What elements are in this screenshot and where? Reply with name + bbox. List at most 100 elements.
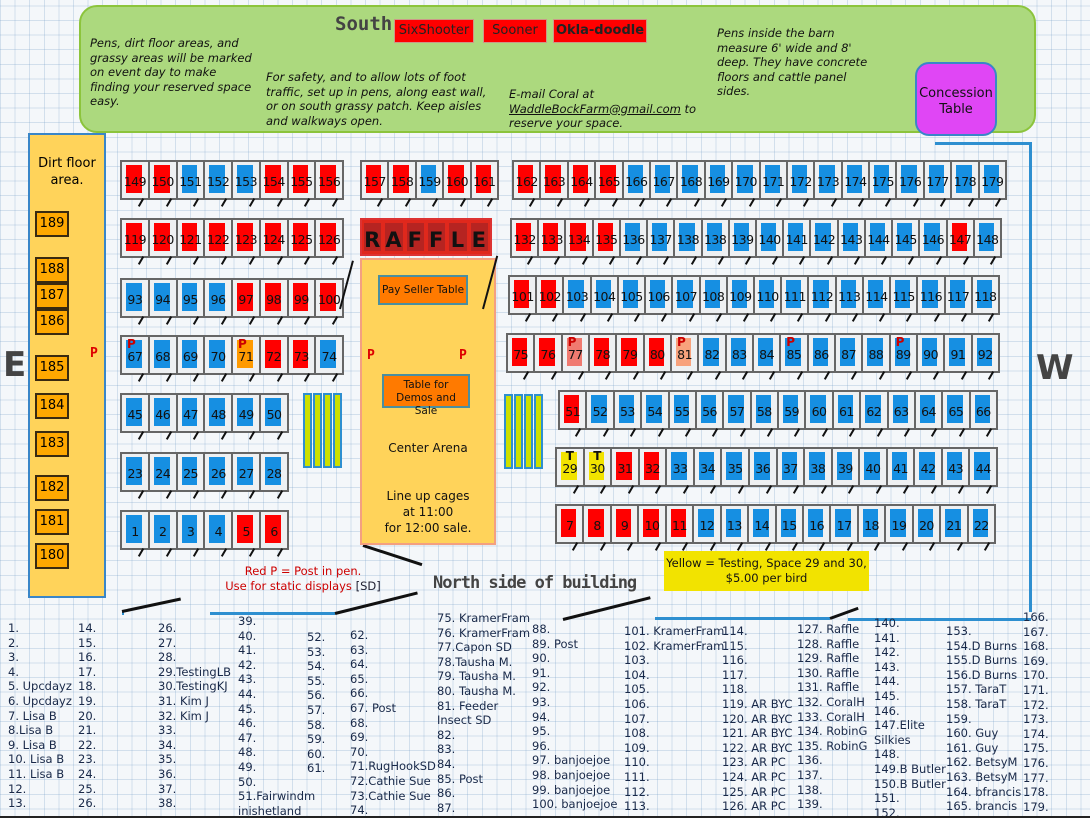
pen-173[interactable]: 173 [813,160,843,200]
pen-140[interactable]: 140 [754,218,785,258]
pen-121[interactable]: 121 [175,218,206,258]
pen-111[interactable]: 111 [780,275,810,315]
pen-171[interactable]: 171 [758,160,788,200]
pen-100[interactable]: 100 [314,278,344,318]
pen-79[interactable]: 79 [615,333,645,373]
pen-49[interactable]: 49 [231,393,262,433]
pen-99[interactable]: 99 [286,278,317,318]
pen-47[interactable]: 47 [175,393,206,433]
pen-159[interactable]: 159 [414,160,445,200]
dirt-pen-185[interactable]: 185 [35,355,69,381]
pen-37[interactable]: 37 [775,447,806,487]
pen-73[interactable]: 73 [286,335,317,375]
pen-149[interactable]: 149 [120,160,150,200]
pen-58[interactable]: 58 [749,390,779,430]
pen-76[interactable]: 76 [533,333,563,373]
dirt-pen-186[interactable]: 186 [35,309,69,335]
pen-150[interactable]: 150 [147,160,178,200]
pen-148[interactable]: 148 [972,218,1002,258]
pen-157[interactable]: 157 [360,160,390,200]
pen-145[interactable]: 145 [891,218,921,258]
pen-119[interactable]: 119 [120,218,150,258]
pen-78[interactable]: 78 [587,333,618,373]
pen-19[interactable]: 19 [884,504,914,544]
pen-112[interactable]: 112 [807,275,837,315]
pen-114[interactable]: 114 [861,275,892,315]
pen-162[interactable]: 162 [512,160,542,200]
pen-55[interactable]: 55 [667,390,697,430]
pen-87[interactable]: 87 [833,333,864,373]
pen-13[interactable]: 13 [719,504,750,544]
pen-3[interactable]: 3 [175,510,206,550]
pen-11[interactable]: 11 [664,504,695,544]
pen-115[interactable]: 115 [889,275,919,315]
pen-42[interactable]: 42 [913,447,943,487]
pen-107[interactable]: 107 [671,275,701,315]
pen-66[interactable]: 66 [968,390,998,430]
pen-138[interactable]: 138 [673,218,703,258]
pen-156[interactable]: 156 [314,160,344,200]
pen-97[interactable]: 97 [231,278,261,318]
pen-6[interactable]: 6 [259,510,289,550]
dirt-pen-187[interactable]: 187 [35,283,69,309]
pen-72[interactable]: 72 [258,335,289,375]
pen-95[interactable]: 95 [175,278,206,318]
pen-2[interactable]: 2 [147,510,178,550]
pen-63[interactable]: 63 [886,390,916,430]
pen-163[interactable]: 163 [539,160,569,200]
pen-69[interactable]: 69 [175,335,206,375]
pen-14[interactable]: 14 [747,504,777,544]
pen-123[interactable]: 123 [231,218,261,258]
dirt-pen-182[interactable]: 182 [35,475,69,501]
pen-26[interactable]: 26 [203,452,234,492]
pen-44[interactable]: 44 [968,447,998,487]
pen-92[interactable]: 92 [970,333,1000,373]
pen-126[interactable]: 126 [314,218,344,258]
pen-83[interactable]: 83 [724,333,754,373]
dirt-pen-184[interactable]: 184 [35,393,69,419]
pen-153[interactable]: 153 [231,160,261,200]
pen-56[interactable]: 56 [694,390,725,430]
pen-146[interactable]: 146 [918,218,948,258]
pen-17[interactable]: 17 [829,504,859,544]
pen-57[interactable]: 57 [722,390,752,430]
pen-20[interactable]: 20 [911,504,942,544]
pen-152[interactable]: 152 [203,160,233,200]
pen-22[interactable]: 22 [966,504,996,544]
pen-62[interactable]: 62 [859,390,889,430]
pen-32[interactable]: 32 [637,447,668,487]
pen-31[interactable]: 31 [610,447,640,487]
pen-116[interactable]: 116 [916,275,946,315]
pen-175[interactable]: 175 [868,160,898,200]
pen-161[interactable]: 161 [469,160,500,200]
pen-46[interactable]: 46 [147,393,178,433]
email-link[interactable]: WaddleBockFarm@gmail.com [509,101,681,116]
pen-82[interactable]: 82 [697,333,727,373]
pen-155[interactable]: 155 [286,160,317,200]
pen-103[interactable]: 103 [562,275,592,315]
pen-96[interactable]: 96 [203,278,233,318]
pen-179[interactable]: 179 [977,160,1008,200]
pen-172[interactable]: 172 [785,160,816,200]
pen-70[interactable]: 70 [203,335,233,375]
pen-158[interactable]: 158 [387,160,417,200]
pen-45[interactable]: 45 [120,393,150,433]
pen-125[interactable]: 125 [286,218,317,258]
pen-136[interactable]: 136 [618,218,649,258]
pen-60[interactable]: 60 [804,390,834,430]
pen-34[interactable]: 34 [692,447,723,487]
pen-9[interactable]: 9 [609,504,640,544]
pen-23[interactable]: 23 [120,452,150,492]
pen-61[interactable]: 61 [831,390,862,430]
pen-154[interactable]: 154 [258,160,289,200]
pen-12[interactable]: 12 [692,504,722,544]
pen-27[interactable]: 27 [231,452,262,492]
pen-135[interactable]: 135 [591,218,621,258]
pen-51[interactable]: 51 [558,390,588,430]
